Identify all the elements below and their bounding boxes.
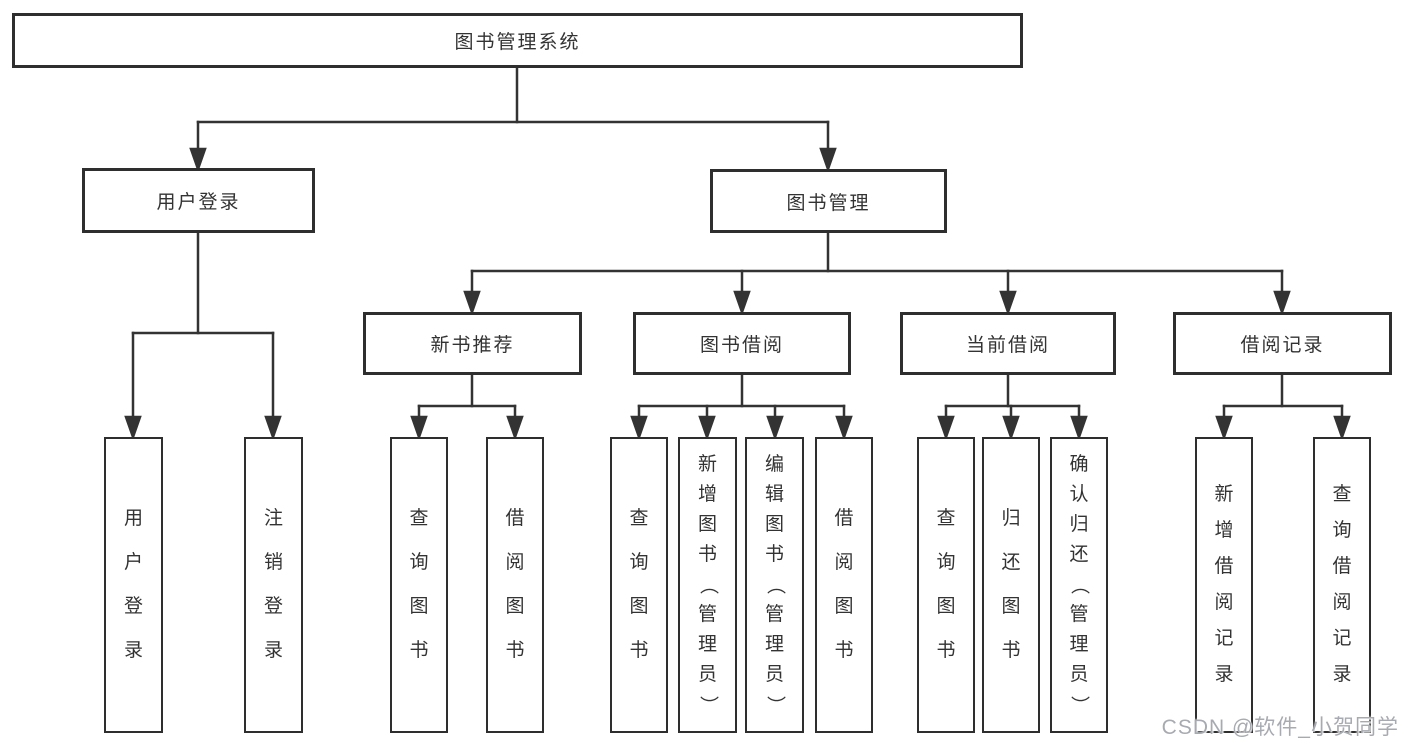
leaf-add-borrow-record: 新增借阅记录 [1195, 437, 1253, 733]
node-root-library-system: 图书管理系统 [12, 13, 1023, 68]
leaf-user-login: 用户登录 [104, 437, 163, 733]
node-book-management-label: 图书管理 [786, 192, 871, 214]
node-book-management: 图书管理 [710, 169, 947, 233]
node-book-borrow-label: 图书借阅 [699, 335, 784, 356]
leaf-query-books-current-label: 查询图书 [936, 508, 956, 661]
leaf-add-borrow-record-label: 新增借阅记录 [1214, 484, 1234, 685]
node-user-login-label: 用户登录 [156, 192, 241, 213]
leaf-return-books: 归还图书 [982, 437, 1040, 733]
leaf-logout: 注销登录 [244, 437, 303, 733]
leaf-confirm-return-admin-label: 确认归还（管理员） [1068, 454, 1090, 715]
leaf-add-book-admin-label: 新增图书（管理员） [697, 454, 719, 715]
node-user-login: 用户登录 [82, 168, 315, 233]
node-new-book-recommend-label: 新书推荐 [430, 335, 515, 356]
leaf-borrow-books-recommend-label: 借阅图书 [505, 508, 525, 661]
csdn-watermark: CSDN @软件_小贺同学 [1161, 716, 1399, 739]
leaf-borrow-books-recommend: 借阅图书 [486, 437, 544, 733]
leaf-borrow-books-borrow-label: 借阅图书 [834, 508, 854, 661]
leaf-return-books-label: 归还图书 [1001, 508, 1021, 661]
leaf-query-books-recommend-label: 查询图书 [409, 508, 429, 661]
node-borrow-records: 借阅记录 [1173, 312, 1392, 375]
leaf-borrow-books-borrow: 借阅图书 [815, 437, 873, 733]
node-root-label: 图书管理系统 [454, 32, 581, 53]
leaf-edit-book-admin: 编辑图书（管理员） [745, 437, 804, 733]
leaf-confirm-return-admin: 确认归还（管理员） [1050, 437, 1108, 733]
node-book-borrow: 图书借阅 [633, 312, 851, 375]
node-current-borrow: 当前借阅 [900, 312, 1116, 375]
leaf-logout-label: 注销登录 [263, 508, 283, 661]
leaf-query-books-current: 查询图书 [917, 437, 975, 733]
node-current-borrow-label: 当前借阅 [965, 335, 1050, 356]
leaf-query-borrow-record: 查询借阅记录 [1313, 437, 1371, 733]
leaf-user-login-label: 用户登录 [123, 508, 143, 661]
leaf-edit-book-admin-label: 编辑图书（管理员） [764, 454, 786, 715]
leaf-query-books-recommend: 查询图书 [390, 437, 448, 733]
leaf-query-books-borrow: 查询图书 [610, 437, 668, 733]
node-borrow-records-label: 借阅记录 [1240, 335, 1325, 356]
leaf-query-books-borrow-label: 查询图书 [629, 508, 649, 661]
node-new-book-recommend: 新书推荐 [363, 312, 582, 375]
leaf-add-book-admin: 新增图书（管理员） [678, 437, 737, 733]
leaf-query-borrow-record-label: 查询借阅记录 [1332, 484, 1352, 685]
